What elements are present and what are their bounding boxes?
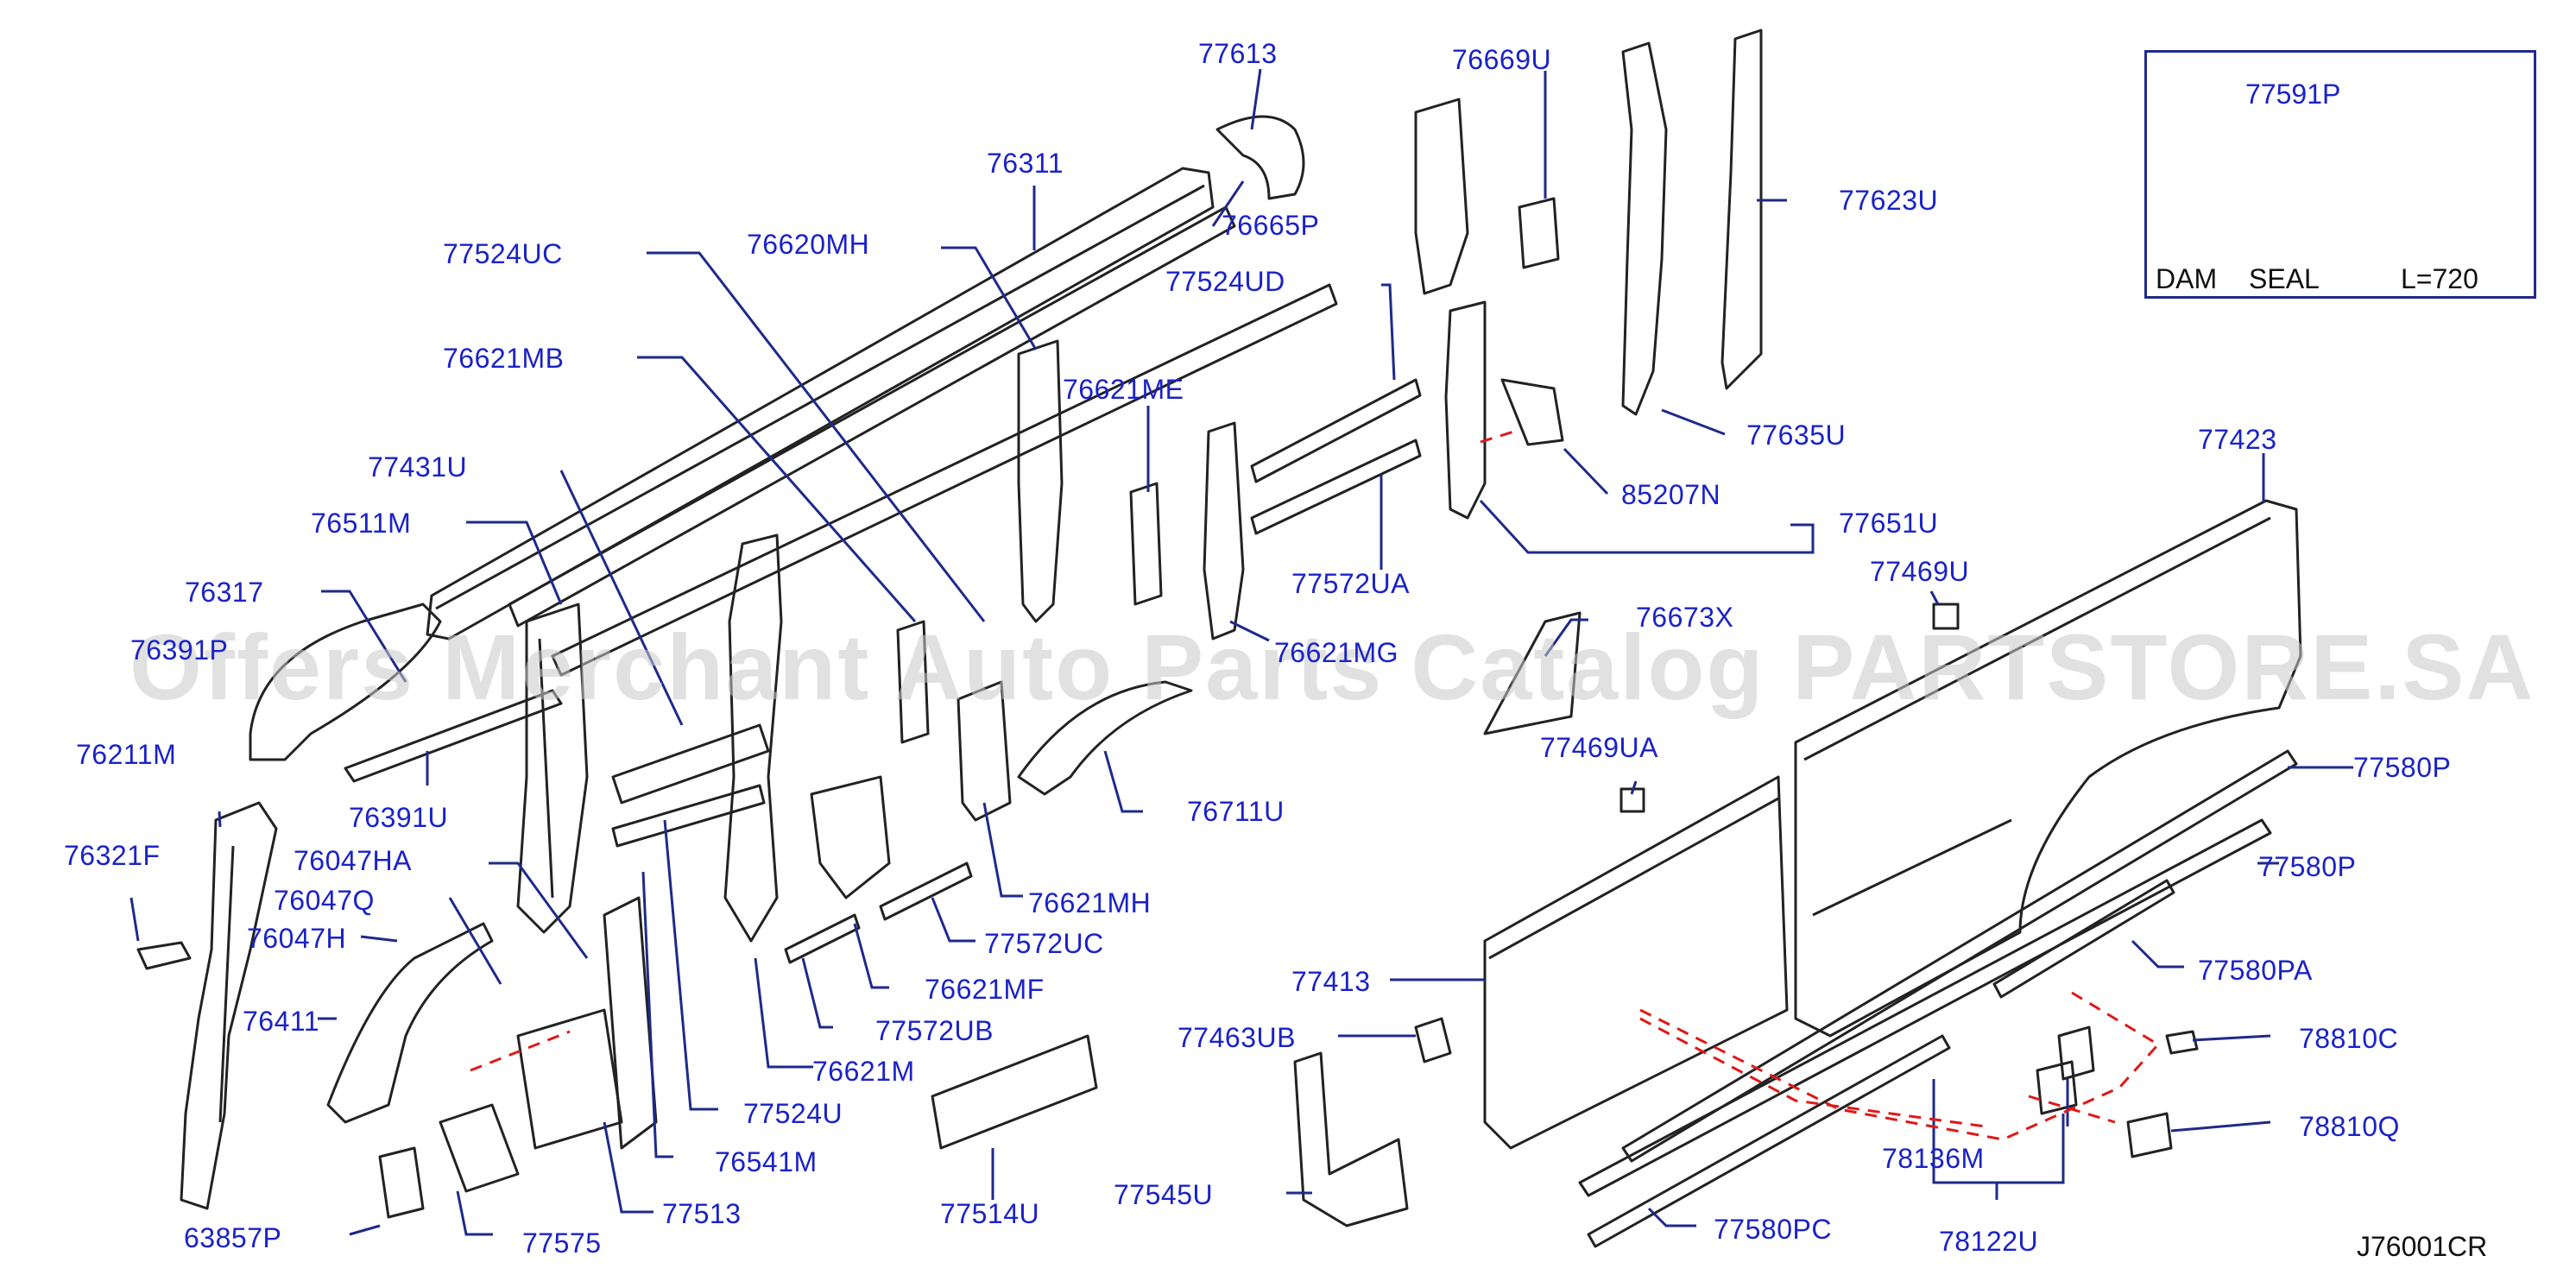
part-label-76621ME[interactable]: 76621ME <box>1063 374 1184 405</box>
drip-molding <box>508 205 1236 628</box>
trim-77623U <box>1720 28 1763 390</box>
part-label-76391P[interactable]: 76391P <box>130 634 229 666</box>
part-label-77623U[interactable]: 77623U <box>1839 185 1939 216</box>
pillar-76541M <box>723 533 783 943</box>
strip-77524UD <box>1250 378 1422 483</box>
lid-78810Q <box>2126 1112 2173 1158</box>
part-label-77635U[interactable]: 77635U <box>1746 420 1847 451</box>
bracket-85207N <box>1500 378 1564 446</box>
part-label-78810Q[interactable]: 78810Q <box>2299 1111 2400 1142</box>
pillar-77635U <box>1621 41 1668 416</box>
lower-panel-77413 <box>1483 775 1789 1150</box>
part-label-77572UA[interactable]: 77572UA <box>1291 568 1410 599</box>
b-pillar-76511M <box>516 603 589 934</box>
part-label-76321F[interactable]: 76321F <box>64 840 161 871</box>
strip-77572UA <box>1250 439 1422 535</box>
part-label-77580P-lower[interactable]: 77580P <box>2258 851 2357 882</box>
strip-77572UB <box>784 913 861 964</box>
bolt-78810C <box>2165 1030 2199 1055</box>
part-label-76665P[interactable]: 76665P <box>1222 210 1320 241</box>
arch-76711U <box>1017 680 1193 796</box>
part-label-76511M[interactable]: 76511M <box>311 508 412 539</box>
molding-77580PA <box>1992 879 2175 999</box>
pillar-76620MH <box>1017 339 1064 623</box>
diagram-code: J76001CR <box>2357 1231 2488 1262</box>
part-label-77580PA[interactable]: 77580PA <box>2198 955 2313 986</box>
part-label-77651U[interactable]: 77651U <box>1839 508 1939 539</box>
part-label-76621MG[interactable]: 76621MG <box>1274 637 1399 668</box>
part-label-76391U[interactable]: 76391U <box>349 802 449 833</box>
part-label-77524UD[interactable]: 77524UD <box>1165 266 1285 297</box>
part-label-77572UC[interactable]: 77572UC <box>984 928 1104 959</box>
strip-77514U <box>931 1034 1098 1150</box>
part-label-77524UC[interactable]: 77524UC <box>443 238 563 269</box>
pillar-77651U <box>1444 300 1487 520</box>
part-label-63857P[interactable]: 63857P <box>184 1222 282 1253</box>
part-label-76673X[interactable]: 76673X <box>1636 602 1734 633</box>
part-label-76541M[interactable]: 76541M <box>715 1146 818 1177</box>
part-label-77423[interactable]: 77423 <box>2198 424 2277 455</box>
wheelhouse-76411 <box>326 922 494 1124</box>
part-label-76047Q[interactable]: 76047Q <box>274 885 375 916</box>
part-label-77545U[interactable]: 77545U <box>1114 1179 1214 1210</box>
bracket-76669U <box>1518 197 1560 269</box>
part-label-76317[interactable]: 76317 <box>185 577 264 608</box>
molding-77580P-upper <box>1621 749 2298 1163</box>
part-label-85207N[interactable]: 85207N <box>1621 479 1721 510</box>
part-label-76047H[interactable]: 76047H <box>247 923 347 954</box>
part-label-77469U[interactable]: 77469U <box>1870 556 1970 587</box>
part-label-76669U[interactable]: 76669U <box>1452 44 1552 75</box>
molding-77580P-lower <box>1578 818 2272 1197</box>
part-label-76411[interactable]: 76411 <box>243 1006 320 1037</box>
part-label-76711U[interactable]: 76711U <box>1187 796 1285 827</box>
part-label-77524U[interactable]: 77524U <box>743 1098 843 1129</box>
clip-77469U <box>1932 603 1960 630</box>
part-label-77431U[interactable]: 77431U <box>368 451 468 483</box>
inset-name-seal: SEAL <box>2249 263 2320 294</box>
molding-77580PC <box>1587 1034 1951 1248</box>
part-label-77469UA[interactable]: 77469UA <box>1540 732 1658 763</box>
part-label-76621MB[interactable]: 76621MB <box>443 343 565 374</box>
part-label-77513[interactable]: 77513 <box>662 1198 742 1229</box>
part-label-78122U[interactable]: 78122U <box>1939 1226 2039 1257</box>
clip-76321F <box>136 941 192 970</box>
roof-rail-76311 <box>426 167 1215 640</box>
part-label-77463UB[interactable]: 77463UB <box>1178 1022 1296 1053</box>
inset-name-dam: DAM <box>2156 263 2218 294</box>
part-label-78810C[interactable]: 78810C <box>2299 1023 2399 1054</box>
part-label-77613[interactable]: 77613 <box>1198 38 1278 69</box>
bracket-77545U <box>1293 1051 1409 1227</box>
part-label-76621MH-lower[interactable]: 76621MH <box>1028 887 1152 918</box>
part-label-77580PC[interactable]: 77580PC <box>1714 1214 1832 1245</box>
part-label-77591P[interactable]: 77591P <box>2245 79 2341 110</box>
part-label-77413[interactable]: 77413 <box>1291 966 1371 997</box>
part-label-77575[interactable]: 77575 <box>522 1227 602 1259</box>
bracket-77575 <box>439 1103 520 1193</box>
trim-76673X <box>1483 611 1582 735</box>
part-label-76621M[interactable]: 76621M <box>812 1056 915 1087</box>
cap-77613 <box>1215 115 1305 200</box>
panel-77513 <box>516 1008 623 1150</box>
bracket-63857P <box>378 1146 425 1219</box>
part-label-76620MH[interactable]: 76620MH <box>747 229 870 260</box>
front-roof-section <box>249 603 442 761</box>
pillar-76665P <box>1414 98 1469 295</box>
inset-box: 77591P DAM SEAL L=720 <box>2144 50 2536 299</box>
part-label-77580P-upper[interactable]: 77580P <box>2353 752 2452 783</box>
inset-length: L=720 <box>2401 263 2478 294</box>
part-label-76311[interactable]: 76311 <box>987 148 1064 179</box>
part-label-78136M[interactable]: 78136M <box>1882 1143 1985 1174</box>
part-label-76047HA[interactable]: 76047HA <box>294 845 412 876</box>
side-panel-77423 <box>1794 499 2302 1038</box>
part-label-76211M[interactable]: 76211M <box>76 739 177 770</box>
a-pillar-76211M <box>180 801 278 1210</box>
part-label-76621MF[interactable]: 76621MF <box>925 974 1045 1005</box>
part-label-77572UB[interactable]: 77572UB <box>875 1015 994 1046</box>
strip-77572UC <box>879 861 973 921</box>
part-label-77514U[interactable]: 77514U <box>940 1198 1040 1229</box>
